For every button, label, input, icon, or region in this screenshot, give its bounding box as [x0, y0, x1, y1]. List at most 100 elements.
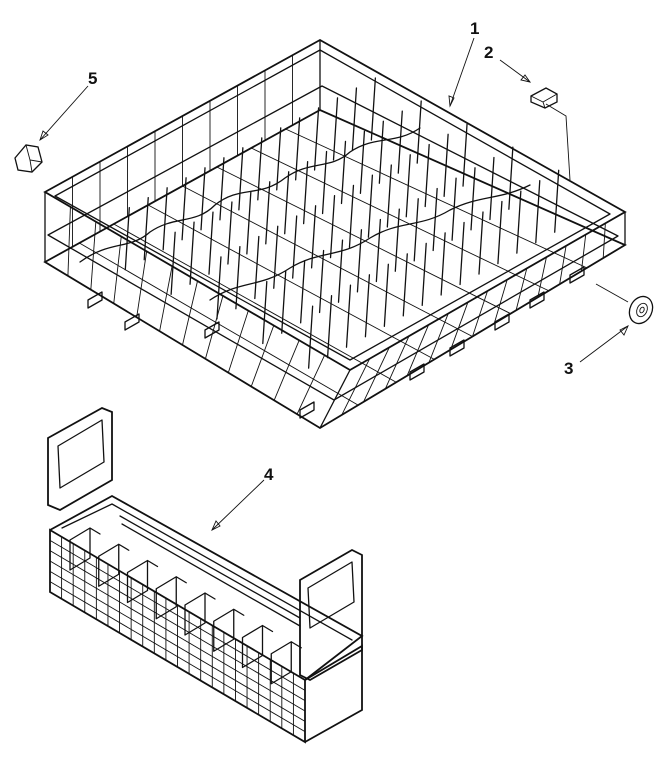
wire [182, 280, 198, 346]
wire [281, 270, 287, 334]
wire [364, 274, 371, 338]
wire [49, 539, 306, 691]
wire [432, 187, 438, 252]
wire [227, 310, 249, 373]
wire [49, 570, 306, 722]
callout-labels: 1 2 3 4 5 [88, 19, 573, 484]
wire [363, 347, 390, 403]
wire [489, 156, 495, 221]
wire [216, 256, 222, 320]
wire [497, 200, 503, 265]
basket-cell [155, 576, 187, 620]
wire [90, 221, 97, 290]
wire [359, 130, 366, 194]
wire [450, 302, 469, 350]
wire [416, 100, 422, 164]
wire [216, 166, 511, 315]
wire [493, 279, 508, 324]
wire [238, 147, 244, 211]
basket-cell [270, 641, 302, 685]
wire [459, 221, 465, 286]
wire [143, 197, 149, 261]
wire [67, 206, 71, 276]
wire [170, 231, 176, 295]
wire [337, 239, 344, 303]
wire [478, 211, 484, 275]
wire [515, 268, 528, 311]
wire [397, 110, 403, 174]
callout-1: 1 [470, 19, 479, 38]
wire [332, 97, 339, 161]
wire [162, 187, 168, 251]
basket-cell [241, 624, 274, 669]
basket-handle-left [47, 407, 113, 512]
wire [535, 180, 541, 244]
wire [326, 295, 333, 359]
wire [254, 235, 260, 300]
wire [273, 225, 279, 289]
rack-base [43, 108, 627, 430]
rack-tines [124, 77, 560, 369]
rack-wave-wire-2 [209, 184, 531, 301]
rack-clip-left [14, 144, 43, 173]
wire [472, 290, 488, 337]
wire [356, 229, 363, 293]
wire [341, 358, 371, 416]
wire [113, 223, 397, 383]
wire [559, 245, 567, 285]
wire [375, 218, 382, 283]
wire [554, 169, 560, 233]
wire [348, 184, 355, 249]
lower-dishrack [43, 38, 627, 430]
wire [384, 335, 410, 389]
wire [537, 257, 547, 298]
wire [602, 223, 606, 259]
wire [276, 127, 282, 191]
wire [265, 181, 271, 245]
wire [235, 246, 241, 310]
wire [296, 354, 325, 415]
wire [383, 263, 389, 327]
rack-wheel [595, 283, 654, 325]
wire [470, 167, 476, 231]
wire [516, 190, 522, 254]
wire [405, 154, 411, 218]
wire [345, 284, 352, 348]
rack-side-wires-left [67, 55, 325, 415]
wire [313, 107, 320, 171]
callout-leaders [39, 37, 629, 531]
basket-cell [98, 543, 130, 587]
wire [182, 185, 473, 337]
wire [321, 150, 328, 215]
wire [295, 117, 301, 181]
basket-compartments [69, 527, 302, 685]
wire [250, 325, 275, 387]
wire [204, 295, 224, 359]
rack-top-rim-inner [54, 49, 611, 361]
wire [307, 305, 314, 369]
basket-cell [69, 527, 101, 571]
wire [251, 147, 549, 292]
wire [262, 280, 268, 345]
wire [340, 140, 347, 205]
callout-5: 5 [88, 69, 97, 88]
wire [181, 177, 187, 241]
wire [580, 234, 587, 272]
wire [402, 253, 408, 317]
wire [284, 171, 290, 235]
wire [113, 236, 122, 304]
wire [440, 232, 446, 296]
wire [462, 123, 468, 187]
wire [386, 164, 392, 228]
basket-cell [184, 592, 216, 636]
wire [200, 167, 206, 231]
wire [451, 177, 457, 241]
wire [124, 207, 130, 271]
wire [394, 208, 400, 272]
wire [49, 560, 306, 712]
rack-lower-rail [47, 85, 619, 401]
wire [367, 174, 374, 238]
wire [208, 211, 214, 275]
wire [219, 157, 225, 221]
wire [227, 201, 233, 265]
